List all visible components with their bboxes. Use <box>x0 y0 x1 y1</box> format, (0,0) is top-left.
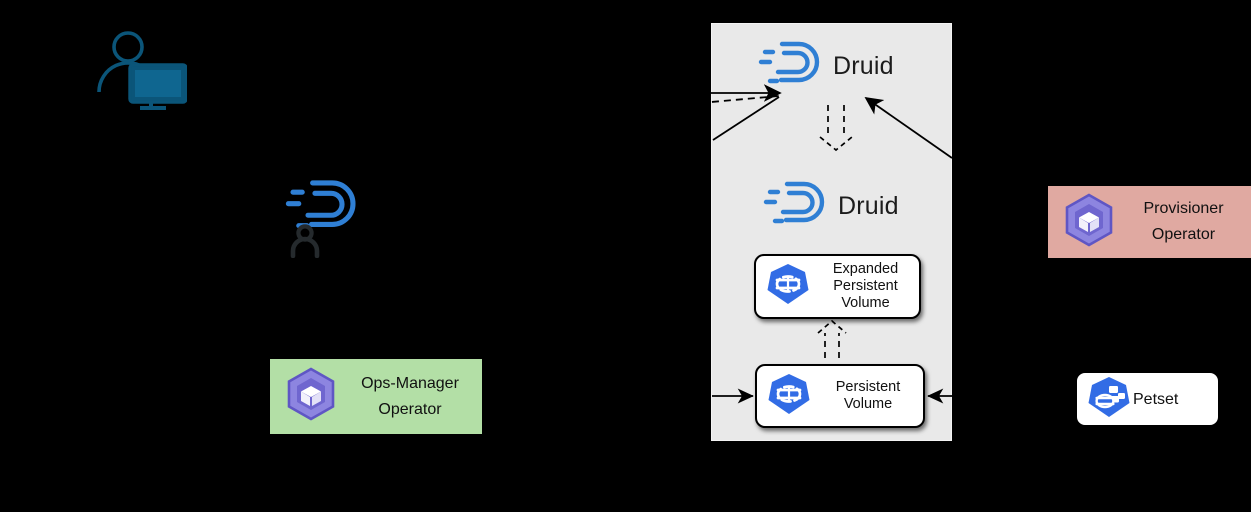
person-icon <box>287 222 323 263</box>
pv-label-line-3: Volume <box>841 295 890 311</box>
pv-label-line-1: Expanded <box>832 261 899 277</box>
ops-manager-operator-node[interactable]: Ops-Manager Operator <box>270 359 482 434</box>
druid-label-top: Druid <box>833 52 894 80</box>
petset-node[interactable]: Petset <box>1075 371 1220 427</box>
expanded-persistent-volume-node[interactable]: Expanded Persistent Volume <box>754 254 921 319</box>
druid-logo-icon <box>762 178 830 235</box>
prov-label-line-2: Operator <box>1151 226 1216 243</box>
ops-label-line-2: Operator <box>378 400 442 418</box>
kubernetes-persistent-volume-icon <box>767 372 811 421</box>
pv2-label-line-1: Persistent <box>835 379 901 395</box>
petset-label: Petset <box>1133 390 1179 408</box>
ops-label-line-1: Ops-Manager <box>361 374 459 392</box>
persistent-volume-label: Persistent Volume <box>813 379 923 413</box>
operator-cube-icon <box>283 366 339 427</box>
druid-node-mid[interactable]: Druid <box>762 178 899 235</box>
expanded-pv-label: Expanded Persistent Volume <box>812 261 919 312</box>
kubernetes-persistent-volume-icon <box>766 262 810 311</box>
operator-cube-icon <box>1061 192 1117 253</box>
persistent-volume-node[interactable]: Persistent Volume <box>755 364 925 428</box>
druid-node-top[interactable]: Druid <box>757 38 894 95</box>
user-at-computer-icon <box>97 30 188 115</box>
provisioner-operator-label: Provisioner Operator <box>1117 196 1250 248</box>
provisioner-operator-node[interactable]: Provisioner Operator <box>1048 186 1251 258</box>
druid-logo-icon <box>757 38 825 95</box>
ops-manager-operator-label: Ops-Manager Operator <box>339 371 481 423</box>
pv2-label-line-2: Volume <box>843 396 893 412</box>
kubernetes-statefulset-icon <box>1087 375 1131 424</box>
pv-label-line-2: Persistent <box>833 278 898 294</box>
prov-label-line-1: Provisioner <box>1143 200 1224 217</box>
druid-label-mid: Druid <box>838 192 899 220</box>
